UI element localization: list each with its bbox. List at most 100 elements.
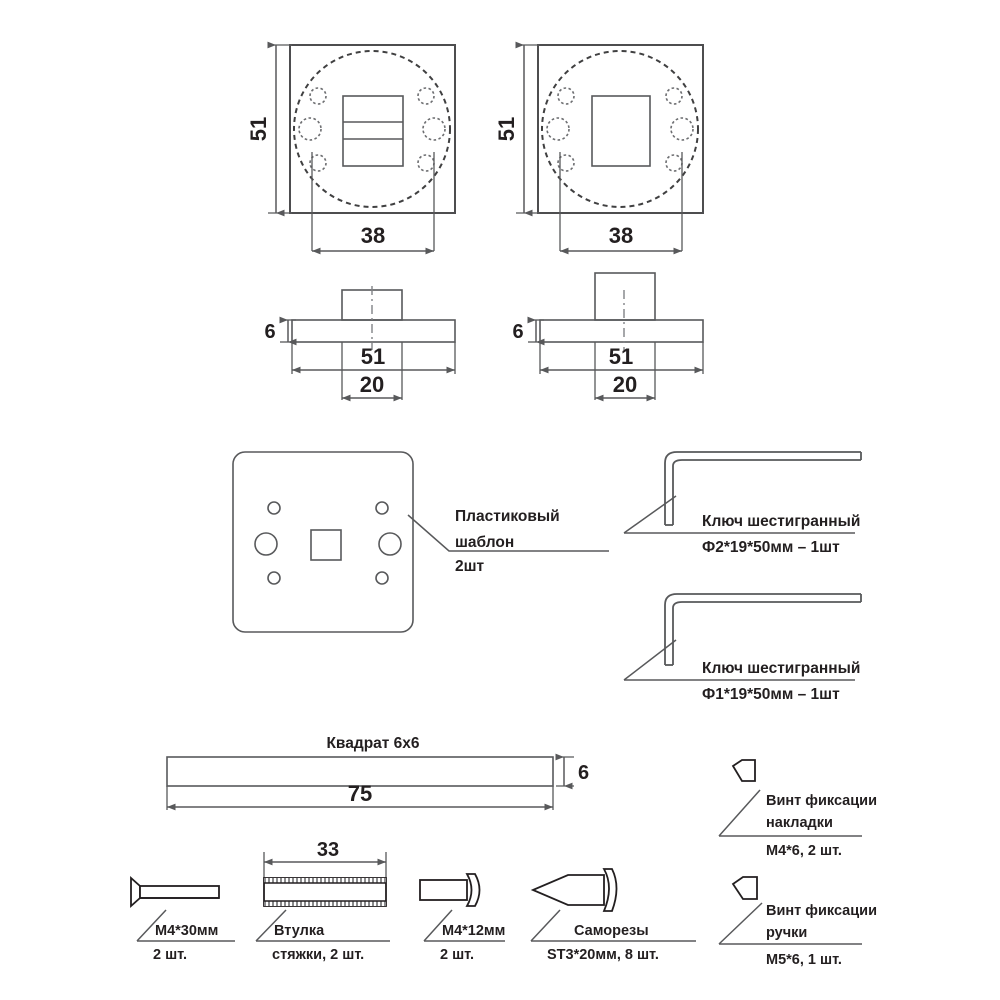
template-hole <box>267 501 281 515</box>
dim-label-thickness: 6 <box>264 321 275 343</box>
part-self-tapping-screws: Саморезы ST3*20мм, 8 шт. <box>530 868 696 963</box>
dim-label-height: 51 <box>246 117 271 141</box>
leader-tick <box>530 909 561 942</box>
mount-hole <box>417 154 435 172</box>
dim-label-thickness: 6 <box>512 321 523 343</box>
dim-label-width: 38 <box>609 223 633 248</box>
label-line-2: ручки <box>766 925 807 941</box>
template-hole <box>375 501 389 515</box>
label-line-2: накладки <box>766 815 833 831</box>
leader-line <box>407 514 609 552</box>
slot-opening <box>342 95 404 167</box>
part-grub-screw-handle: Винт фиксации ручки M5*6, 1 шт. <box>718 876 877 968</box>
template-square-hole <box>310 529 342 561</box>
mount-hole <box>546 117 570 141</box>
view-rosette-slotted: 51 38 <box>246 41 456 255</box>
screw-head <box>465 873 481 907</box>
screw-shank <box>419 879 468 901</box>
leader-tick <box>136 909 167 942</box>
sleeve-knurl-bottom <box>264 901 386 906</box>
dim-label-width: 51 <box>609 344 633 369</box>
mount-hole <box>557 154 575 172</box>
label-qty: Ф1*19*50мм – 1шт <box>702 686 840 703</box>
part-screw-m4-30: M4*30мм 2 шт. <box>130 875 235 963</box>
grub-screw-shape <box>731 759 756 782</box>
dim-label-width: 51 <box>361 344 385 369</box>
view-profile-square: 6 51 20 <box>512 272 704 402</box>
mount-hole <box>309 154 327 172</box>
screw-head <box>602 868 618 912</box>
screw-shank <box>139 885 220 899</box>
part-screw-m4-12: M4*12мм 2 шт. <box>419 873 505 963</box>
label-qty: 2 шт. <box>153 947 187 963</box>
mount-hole <box>665 87 683 105</box>
label-qty: M4*6, 2 шт. <box>766 843 842 859</box>
label-line-1: Винт фиксации <box>766 903 877 919</box>
label-qty: M5*6, 1 шт. <box>766 952 842 968</box>
plate-profile <box>291 319 456 343</box>
label-qty: ST3*20мм, 8 шт. <box>547 947 659 963</box>
plate-profile <box>539 319 704 343</box>
boss-profile <box>594 272 656 321</box>
leader-tick <box>623 639 677 681</box>
part-square-rod: Квадрат 6х6 6 75 <box>166 735 589 811</box>
bolt-circle-dashed <box>293 50 451 208</box>
dim-label-height: 51 <box>494 117 519 141</box>
bolt-circle-dashed <box>541 50 699 208</box>
mount-hole <box>309 87 327 105</box>
square-opening <box>591 95 651 167</box>
mount-hole <box>670 117 694 141</box>
part-hex-key-1: Ключ шестигранный Ф1*19*50мм – 1шт <box>623 593 862 703</box>
screw-head <box>130 875 141 909</box>
template-hole <box>267 571 281 585</box>
template-outline <box>232 451 414 633</box>
hex-key-body-inner <box>672 601 861 665</box>
dim-label-length: 75 <box>348 781 372 806</box>
dim-label-thickness: 6 <box>578 762 589 784</box>
template-hole-large <box>378 532 402 556</box>
sleeve-knurl-top <box>264 878 386 883</box>
hex-key-body-outer <box>664 451 861 525</box>
leader-tick <box>718 902 763 945</box>
template-hole-large <box>254 532 278 556</box>
rosette-plate-outline <box>289 44 456 214</box>
mount-hole <box>298 117 322 141</box>
grub-screw-shape <box>731 876 758 900</box>
leader-tick <box>423 909 453 942</box>
template-hole <box>375 571 389 585</box>
leader-tick <box>623 495 677 534</box>
view-rosette-square: 51 38 <box>494 41 704 255</box>
label-qty: 2шт <box>455 558 485 575</box>
rosette-plate-outline <box>537 44 704 214</box>
label-qty: Ф2*19*50мм – 1шт <box>702 539 840 556</box>
part-grub-screw-rosette: Винт фиксации накладки M4*6, 2 шт. <box>718 759 877 859</box>
hex-key-body-inner <box>672 459 861 525</box>
rod-outline <box>166 756 554 787</box>
label-line-1: Саморезы <box>574 923 649 939</box>
dim-label-boss: 20 <box>613 372 637 397</box>
label-qty: 2 шт. <box>440 947 474 963</box>
dim-label-boss: 20 <box>360 372 384 397</box>
label-square-rod: Квадрат 6х6 <box>326 735 419 752</box>
leader-tick <box>255 909 287 942</box>
dim-label-length: 33 <box>317 839 339 861</box>
mount-hole <box>557 87 575 105</box>
hex-key-body-outer <box>664 593 861 665</box>
dim-label-width: 38 <box>361 223 385 248</box>
label-line-1: Ключ шестигранный <box>702 513 860 530</box>
label-line-2: шаблон <box>455 534 514 551</box>
part-hex-key-2: Ключ шестигранный Ф2*19*50мм – 1шт <box>623 451 862 556</box>
mount-hole <box>417 87 435 105</box>
part-sleeve: 33 Втулка стяжки, 2 шт. <box>255 839 390 963</box>
view-profile-slotted: 6 51 20 <box>264 286 456 402</box>
screw-body <box>530 874 605 906</box>
mount-hole <box>422 117 446 141</box>
label-line-1: Винт фиксации <box>766 793 877 809</box>
label-line-1: M4*30мм <box>155 923 218 939</box>
label-line-1: M4*12мм <box>442 923 505 939</box>
mount-hole <box>665 154 683 172</box>
label-qty: стяжки, 2 шт. <box>272 947 364 963</box>
leader-tick <box>718 789 761 837</box>
